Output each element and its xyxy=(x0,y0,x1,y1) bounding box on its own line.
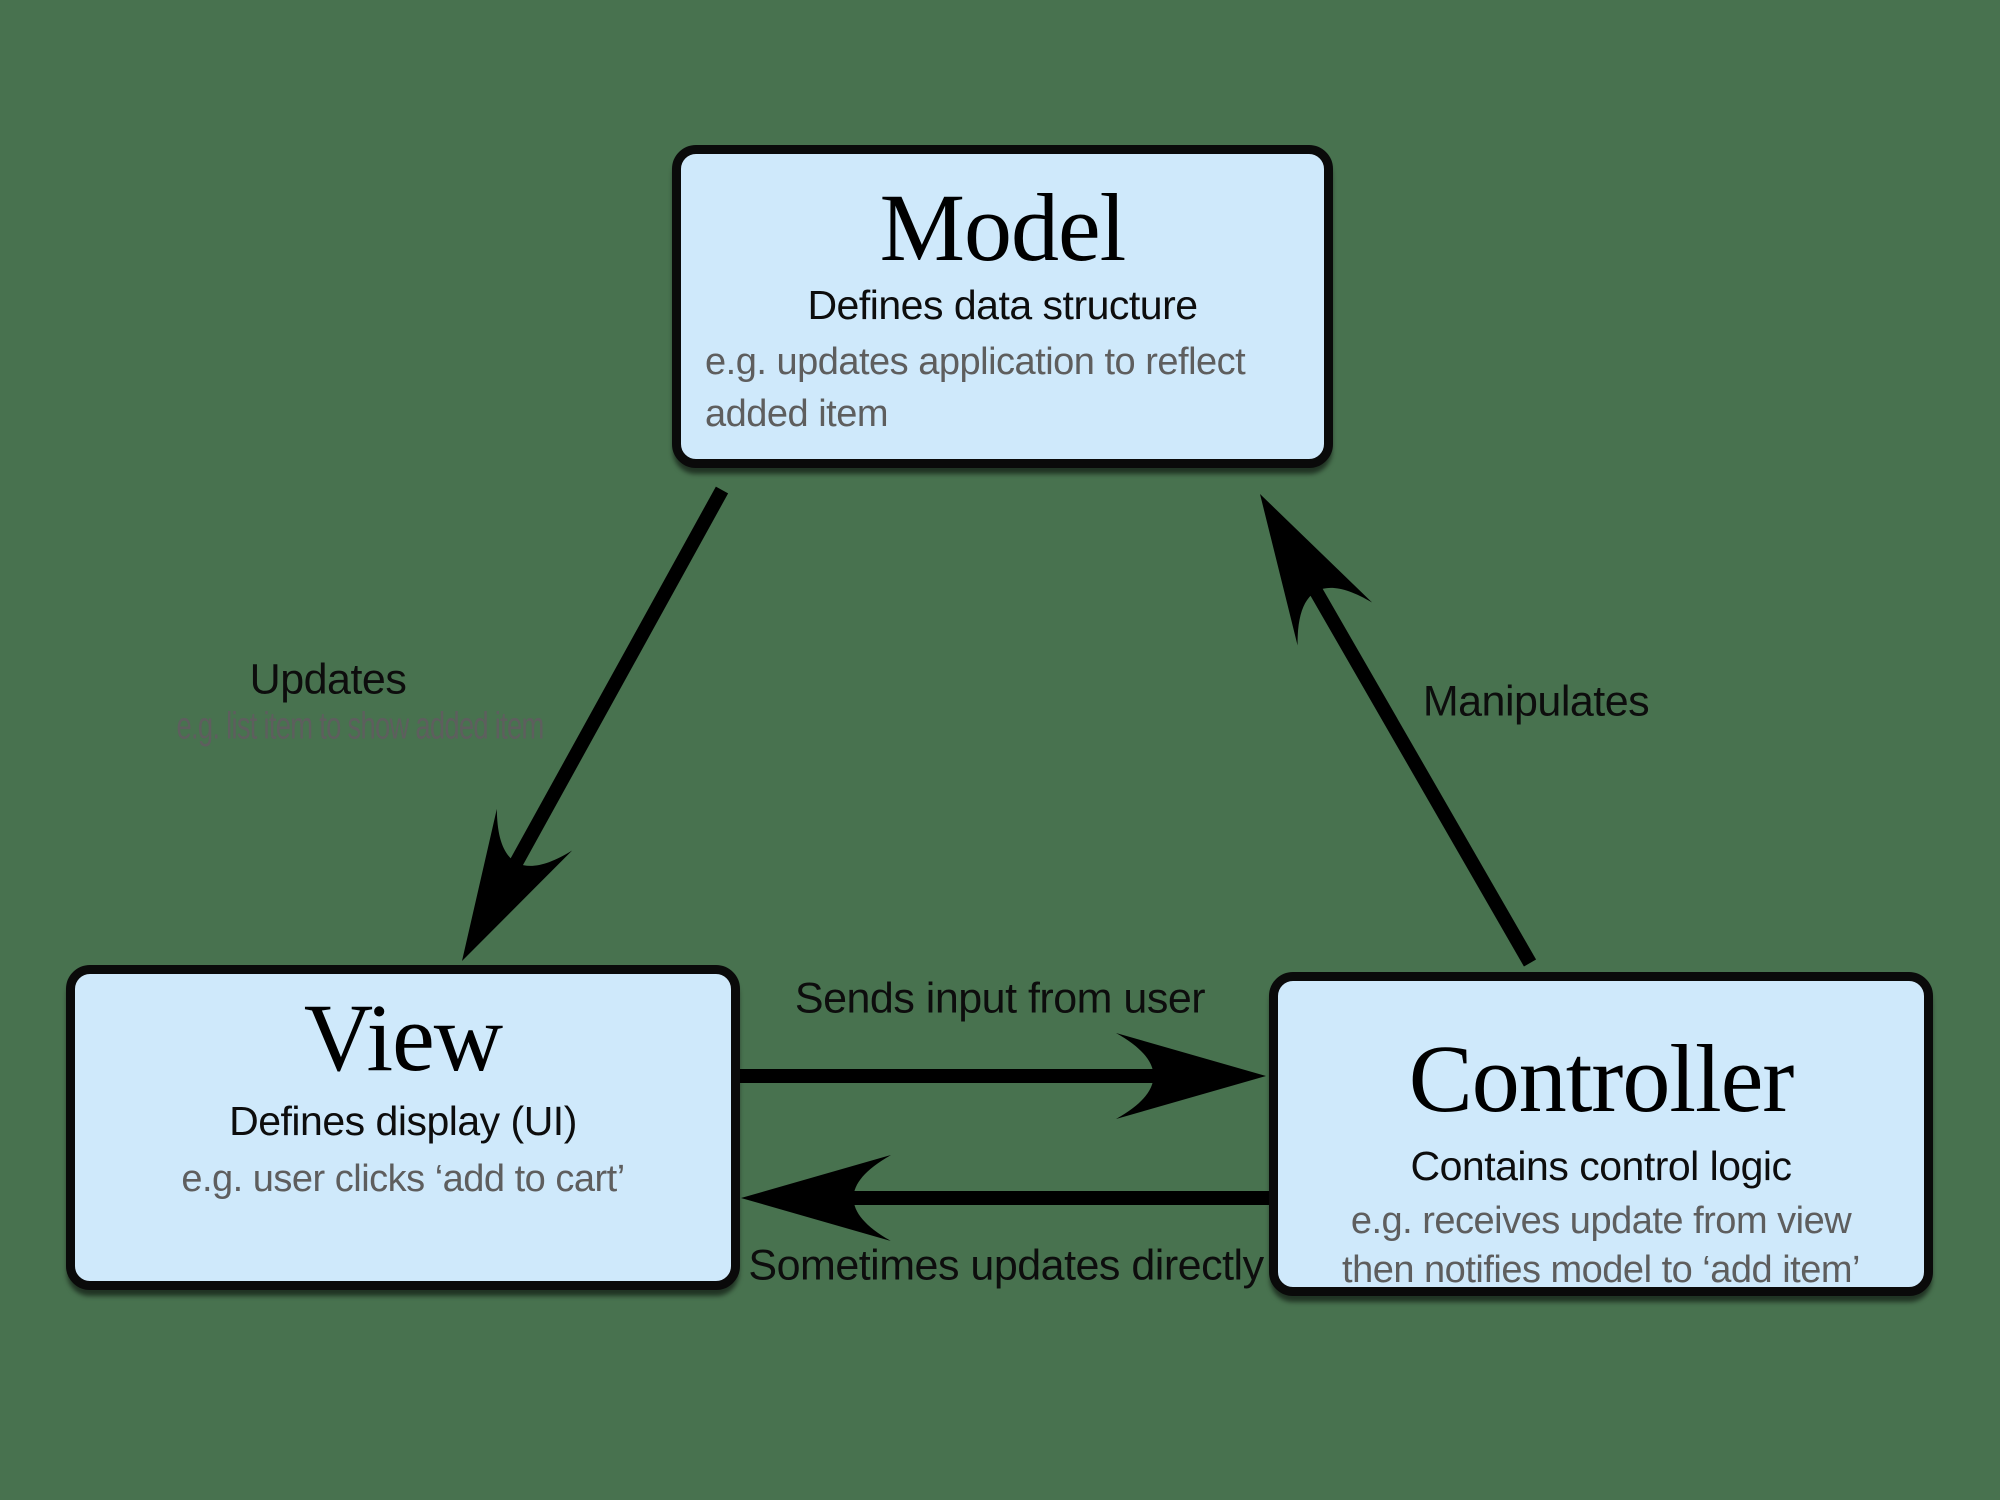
updates-arrow-sublabel: e.g. list item to show added item xyxy=(105,706,615,749)
view-box-title: View xyxy=(303,984,503,1091)
model-box: Model Defines data structure e.g. update… xyxy=(672,145,1333,468)
updates-arrow-sublabel-text: e.g. list item to show added item xyxy=(176,705,544,748)
controller-box-example: e.g. receives update from view then noti… xyxy=(1342,1199,1860,1291)
arrow-controller-to-model xyxy=(1260,494,1537,967)
arrow-model-to-view xyxy=(462,486,729,961)
view-box-example: e.g. user clicks ‘add to cart’ xyxy=(181,1157,625,1200)
updates-arrow-label: Updates xyxy=(249,655,407,704)
model-box-example: e.g. updates application to reflect adde… xyxy=(705,340,1246,435)
sends-input-arrow-label: Sends input from user xyxy=(794,974,1206,1023)
manipulates-arrow-label: Manipulates xyxy=(1422,677,1650,726)
controller-box-title: Controller xyxy=(1408,1025,1795,1132)
arrow-view-to-controller xyxy=(736,1033,1266,1119)
sometimes-updates-arrow-label: Sometimes updates directly xyxy=(748,1241,1264,1290)
controller-box-subtitle: Contains control logic xyxy=(1410,1143,1792,1189)
model-box-subtitle: Defines data structure xyxy=(807,282,1198,328)
arrow-controller-to-view xyxy=(741,1155,1272,1241)
view-box-subtitle: Defines display (UI) xyxy=(229,1098,577,1144)
controller-box: Controller Contains control logic e.g. r… xyxy=(1269,972,1933,1296)
model-box-title: Model xyxy=(879,174,1127,281)
view-box: View Defines display (UI) e.g. user clic… xyxy=(66,965,740,1290)
